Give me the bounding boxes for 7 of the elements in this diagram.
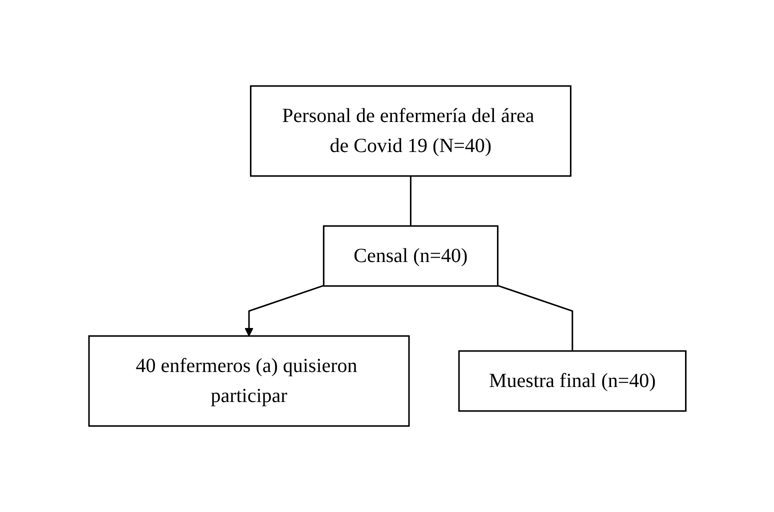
node-box: 40 enfermeros (a) quisieron participar — [88, 335, 410, 427]
node-box: Muestra final (n=40) — [458, 350, 686, 412]
node-box: Personal de enfermería del área de Covid 19 (N=40) — [250, 85, 572, 177]
connector — [410, 176, 412, 226]
connector — [497, 284, 573, 351]
arrow — [244, 284, 324, 336]
node-box: Censal (n=40) — [322, 225, 498, 287]
